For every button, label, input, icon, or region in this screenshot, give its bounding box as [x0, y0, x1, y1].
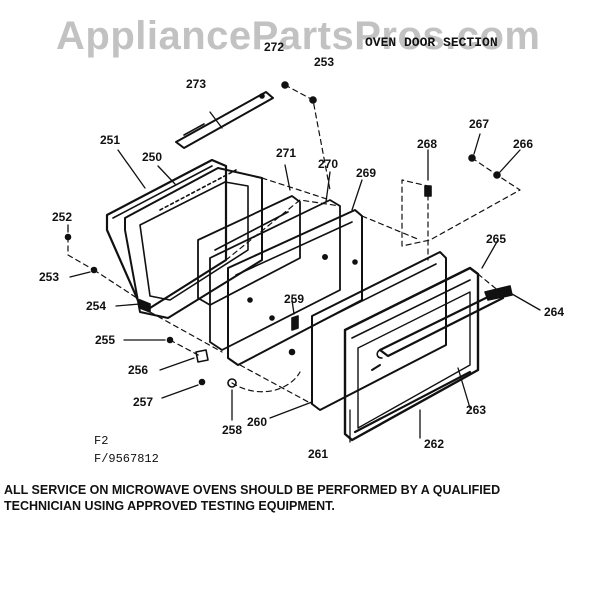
callout-273: 273: [186, 77, 207, 91]
callout-255: 255: [95, 333, 116, 347]
part-265-door-handle: [376, 290, 505, 359]
figure-code: F2: [94, 434, 109, 448]
callout-257: 257: [133, 395, 154, 409]
callout-252: 252: [52, 210, 73, 224]
part-263-door-panel: [343, 266, 480, 442]
part-270-baffle: [209, 199, 341, 351]
callout-251: 251: [100, 133, 121, 147]
part-269-glass-panel: [227, 209, 363, 366]
callout-272: 272: [264, 40, 285, 54]
callout-253-left: 253: [39, 270, 60, 284]
watermark: AppliancePartsPros.com: [56, 14, 541, 58]
part-256-clip: [195, 349, 209, 363]
part-264-handle-bracket: [484, 285, 513, 301]
part-262-bottom-trim: [353, 370, 472, 434]
callout-261: 261: [308, 447, 329, 461]
figure-number: F/9567812: [94, 452, 159, 466]
callout-260: 260: [247, 415, 268, 429]
part-250-door-liner: [124, 167, 263, 319]
callout-262: 262: [424, 437, 445, 451]
callout-253-top: 253: [314, 55, 335, 69]
callout-269: 269: [356, 166, 377, 180]
callout-266: 266: [513, 137, 534, 151]
part-258-ring: [227, 378, 237, 388]
callout-259: 259: [284, 292, 305, 306]
part-251-door-frame: [105, 158, 228, 310]
part-260-outer-glass: [311, 251, 447, 411]
callout-265: 265: [486, 232, 507, 246]
callout-267: 267: [469, 117, 490, 131]
callout-264: 264: [544, 305, 565, 319]
service-notice-line-2: TECHNICIAN USING APPROVED TESTING EQUIPM…: [4, 499, 335, 513]
callout-250: 250: [142, 150, 163, 164]
callout-254: 254: [86, 299, 107, 313]
alignment-lines: [67, 84, 521, 405]
callout-258: 258: [222, 423, 243, 437]
service-notice-line-1: ALL SERVICE ON MICROWAVE OVENS SHOULD BE…: [4, 483, 501, 497]
part-273-bracket: [175, 91, 274, 149]
callout-256: 256: [128, 363, 149, 377]
leader-lines: [67, 111, 541, 443]
callout-270: 270: [318, 157, 339, 171]
callout-268: 268: [417, 137, 438, 151]
callout-271: 271: [276, 146, 297, 160]
service-notice: ALL SERVICE ON MICROWAVE OVENS SHOULD BE…: [4, 482, 593, 514]
part-257-screw: [198, 378, 206, 386]
section-title: OVEN DOOR SECTION: [365, 35, 498, 50]
part-259-clip: [288, 315, 299, 356]
part-254-hinge: [139, 299, 151, 313]
part-271-inner-panel: [197, 195, 301, 306]
callout-263: 263: [466, 403, 487, 417]
